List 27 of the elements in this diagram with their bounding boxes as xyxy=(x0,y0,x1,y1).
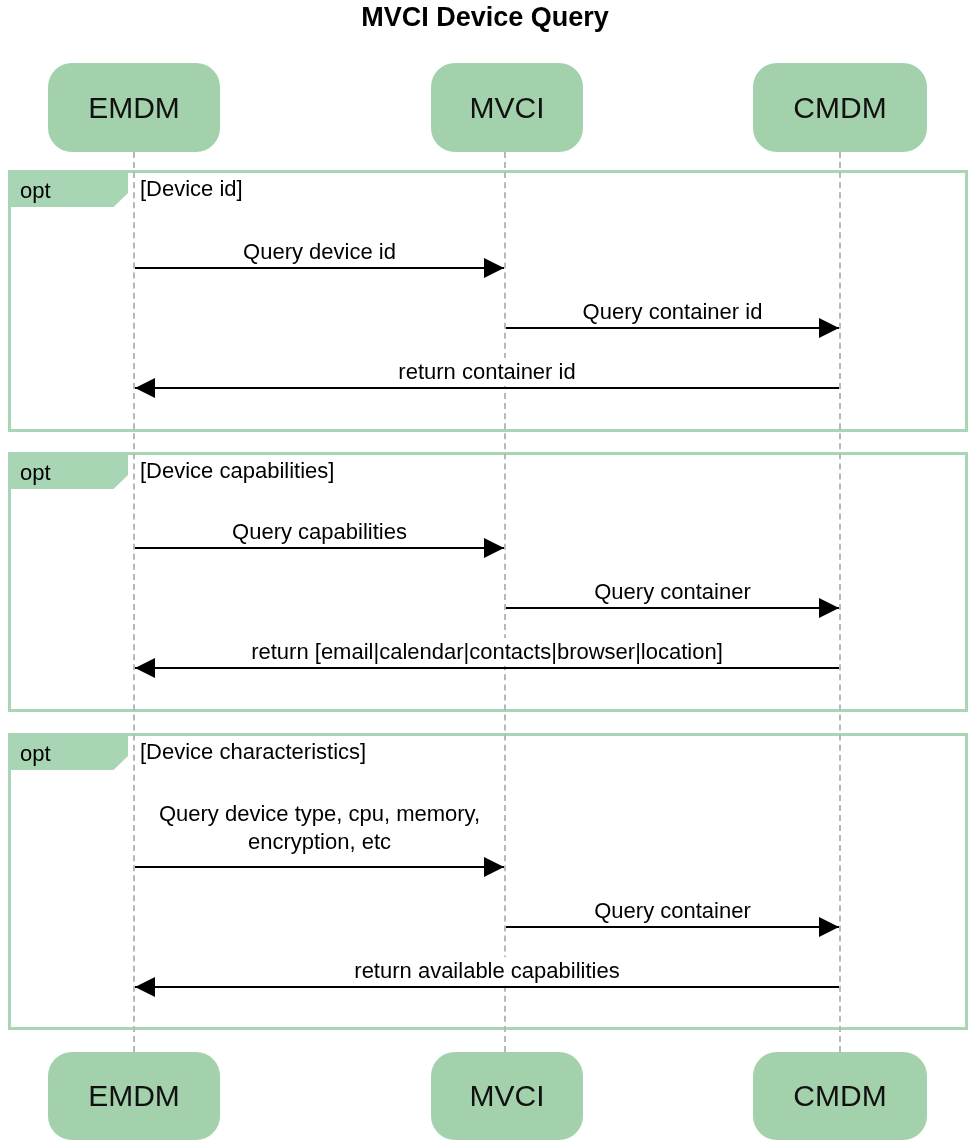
participant-box: MVCI xyxy=(431,63,583,152)
participant-box: MVCI xyxy=(431,1052,583,1140)
operator-tab: opt xyxy=(8,170,128,207)
lifeline xyxy=(839,152,841,1052)
message-arrow xyxy=(505,318,840,338)
participant-box: CMDM xyxy=(753,1052,927,1140)
message-arrow xyxy=(134,857,505,877)
message-arrow xyxy=(134,258,505,278)
participant-box: EMDM xyxy=(48,1052,220,1140)
participant-box: CMDM xyxy=(753,63,927,152)
lifeline xyxy=(133,152,135,1052)
message-arrow xyxy=(134,538,505,558)
message-arrow xyxy=(505,598,840,618)
message-arrow xyxy=(134,977,840,997)
edge-label: return container id xyxy=(398,358,576,386)
operator-tab: opt xyxy=(8,452,128,489)
edge-label: return [email|calendar|contacts|browser|location] xyxy=(251,638,723,666)
message-arrow xyxy=(134,378,840,398)
message-arrow xyxy=(505,917,840,937)
participant-box: EMDM xyxy=(48,63,220,152)
operator-tab: opt xyxy=(8,733,128,770)
message-arrow xyxy=(134,658,840,678)
guard-label: [Device characteristics] xyxy=(140,739,367,765)
guard-label: [Device id] xyxy=(140,176,243,202)
edge-label: return available capabilities xyxy=(354,957,620,985)
guard-label: [Device capabilities] xyxy=(140,458,335,484)
diagram-title: MVCI Device Query xyxy=(360,2,610,33)
